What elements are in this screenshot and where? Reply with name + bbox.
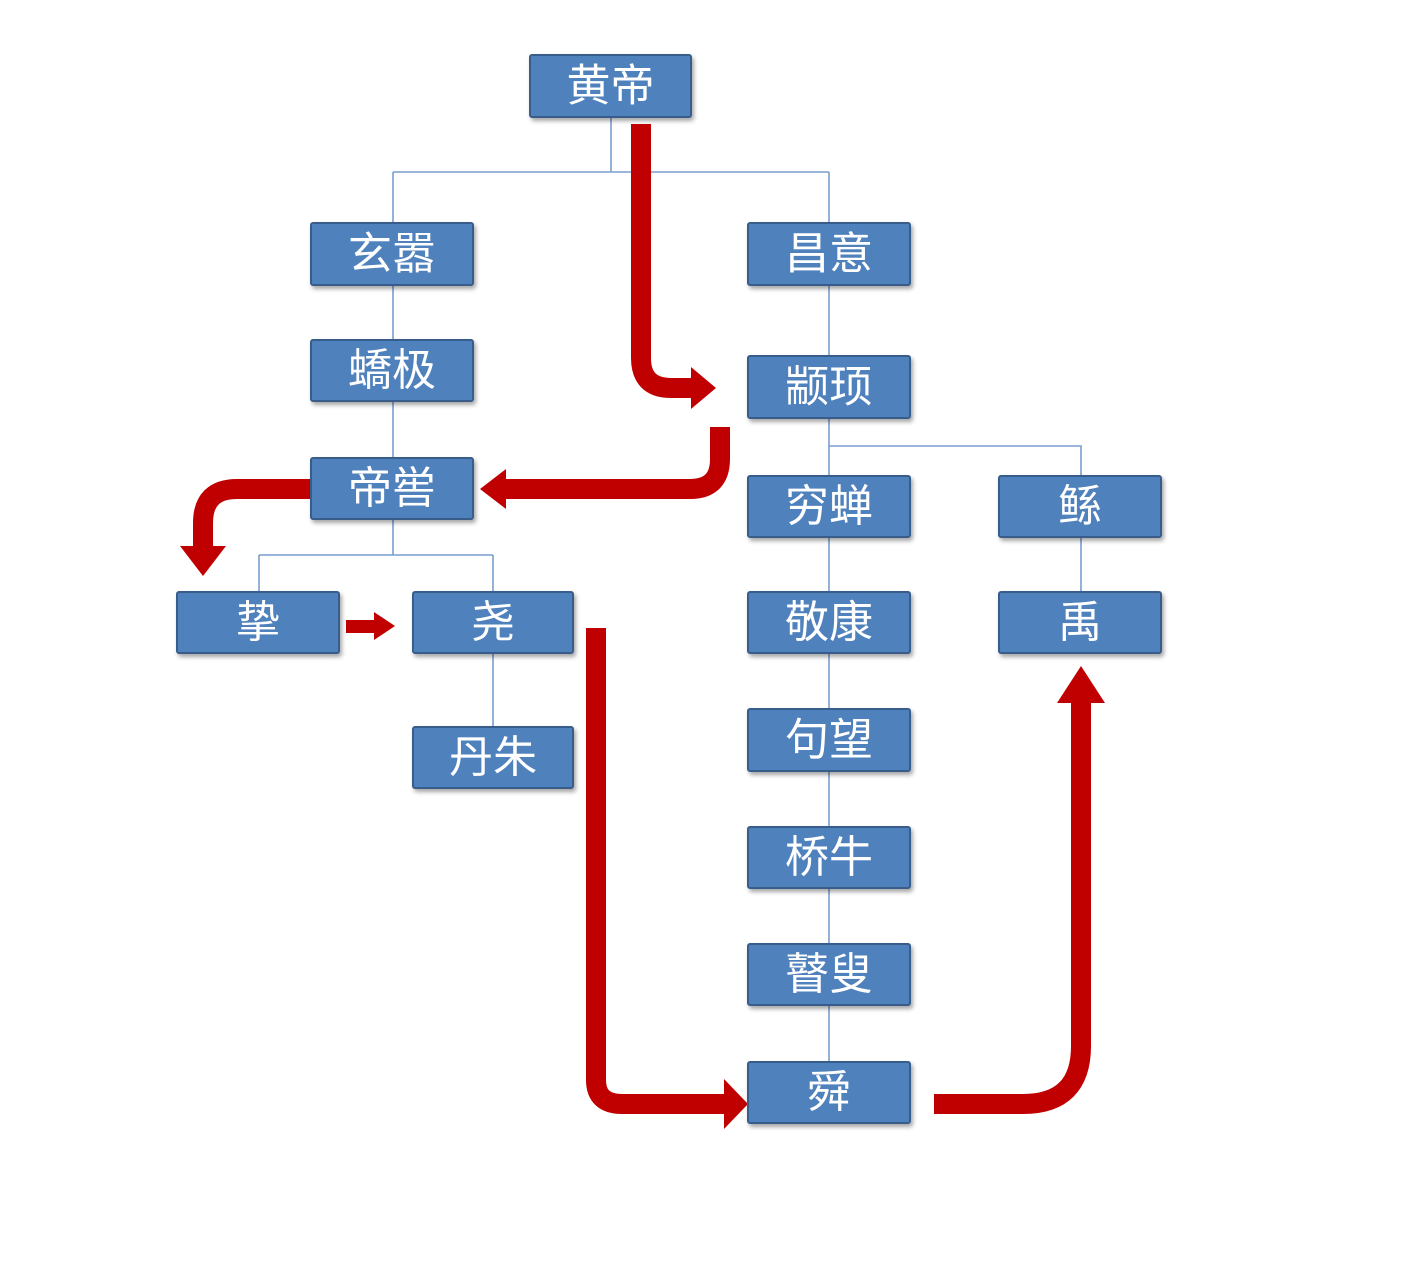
- node-huangdi: 黄帝: [529, 54, 692, 118]
- node-huangdi-label: 黄帝: [567, 61, 655, 112]
- node-jingkang: 敬康: [747, 591, 911, 654]
- node-qiaoniu-label: 桥牛: [785, 832, 873, 883]
- node-yao: 尧: [412, 591, 574, 654]
- lineage-connectors: [258, 117, 1082, 1062]
- node-danzhu-label: 丹朱: [449, 732, 537, 783]
- node-zhi: 挚: [176, 591, 340, 654]
- succession-arrows: [180, 124, 1105, 1129]
- arrow-yao-to-shun: [586, 628, 748, 1129]
- node-juwang: 句望: [747, 708, 911, 772]
- node-qiaoniu: 桥牛: [747, 826, 911, 889]
- connector-diku-children: [258, 519, 494, 592]
- node-jiaoji-label: 蟜极: [348, 345, 436, 396]
- node-zhuanxu-label: 颛顼: [785, 362, 873, 413]
- node-jiaoji: 蟜极: [310, 339, 474, 402]
- arrow-zhi-to-yao: [346, 612, 395, 640]
- connector-huangdi-children: [392, 117, 830, 223]
- node-gusou-label: 瞽叟: [785, 949, 873, 1000]
- node-zhuanxu: 颛顼: [747, 355, 911, 419]
- node-xuanxiao-label: 玄嚣: [348, 229, 436, 280]
- node-changyi: 昌意: [747, 222, 911, 286]
- node-yu-label: 禹: [1058, 597, 1102, 648]
- node-yu: 禹: [998, 591, 1162, 654]
- arrow-huangdi-to-zhuanxu: [631, 124, 716, 409]
- node-gun-label: 鲧: [1058, 481, 1102, 532]
- node-zhi-label: 挚: [236, 597, 280, 648]
- arrow-diku-to-zhi: [180, 479, 310, 576]
- node-diku-label: 帝喾: [348, 463, 436, 514]
- node-shun: 舜: [747, 1061, 911, 1124]
- node-jingkang-label: 敬康: [785, 597, 873, 648]
- person-nodes: 黄帝 玄嚣 昌意 蟜极 颛顼 帝喾: [176, 54, 1162, 1124]
- node-xuanxiao: 玄嚣: [310, 222, 474, 286]
- node-qiongchan: 穷蝉: [747, 475, 911, 538]
- node-gusou: 瞽叟: [747, 943, 911, 1006]
- node-gun: 鲧: [998, 475, 1162, 538]
- node-changyi-label: 昌意: [785, 229, 873, 280]
- node-danzhu: 丹朱: [412, 726, 574, 789]
- connector-zhuanxu-children: [828, 418, 1082, 476]
- node-yao-label: 尧: [471, 597, 515, 648]
- arrow-shun-to-yu: [934, 666, 1105, 1114]
- node-shun-label: 舜: [807, 1067, 851, 1118]
- node-qiongchan-label: 穷蝉: [785, 481, 873, 532]
- arrow-zhuanxu-to-diku: [480, 427, 730, 509]
- node-juwang-label: 句望: [785, 715, 873, 766]
- node-diku: 帝喾: [310, 457, 474, 520]
